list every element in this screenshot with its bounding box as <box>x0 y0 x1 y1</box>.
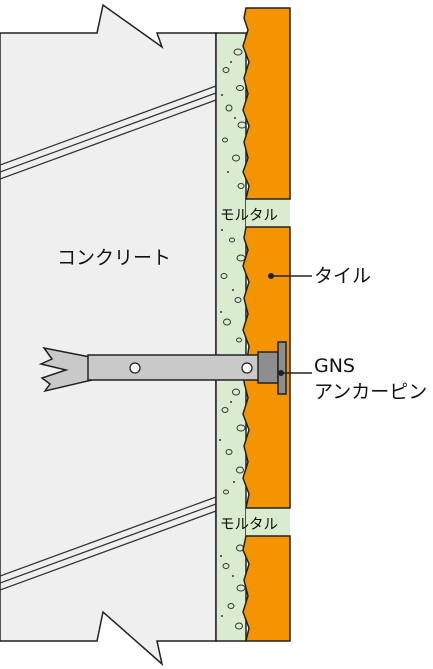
mortar-label-bottom: モルタル <box>220 516 278 533</box>
gns-anchor-pin <box>38 341 287 395</box>
tile-leader-dot <box>268 273 274 279</box>
anchor-head <box>277 341 287 395</box>
tile-top <box>242 7 291 200</box>
anchor-leader-dot <box>278 370 284 376</box>
anchor-label-line2: アンカーピン <box>314 381 427 403</box>
mortar-layer <box>215 32 247 642</box>
concrete-label: コンクリート <box>57 247 171 269</box>
anchor-hole-right <box>241 362 253 374</box>
concrete-hatch-top <box>0 85 217 180</box>
mortar-dots <box>219 61 236 617</box>
anchor-label-line1: GNS <box>314 355 355 377</box>
mortar-joint-bottom <box>246 508 290 536</box>
mortar-label-top: モルタル <box>220 207 278 224</box>
anchor-hole-left <box>129 362 141 374</box>
tile-label: タイル <box>314 265 371 287</box>
concrete-block <box>0 3 217 667</box>
mortar-joint-top <box>246 199 290 227</box>
anchor-sleeve <box>257 351 279 384</box>
tile-bottom <box>242 535 291 642</box>
anchor-shaft <box>87 354 261 381</box>
leader-lines <box>271 275 312 374</box>
concrete-hatch-bottom <box>0 496 217 591</box>
anchor-split-end <box>38 346 93 393</box>
